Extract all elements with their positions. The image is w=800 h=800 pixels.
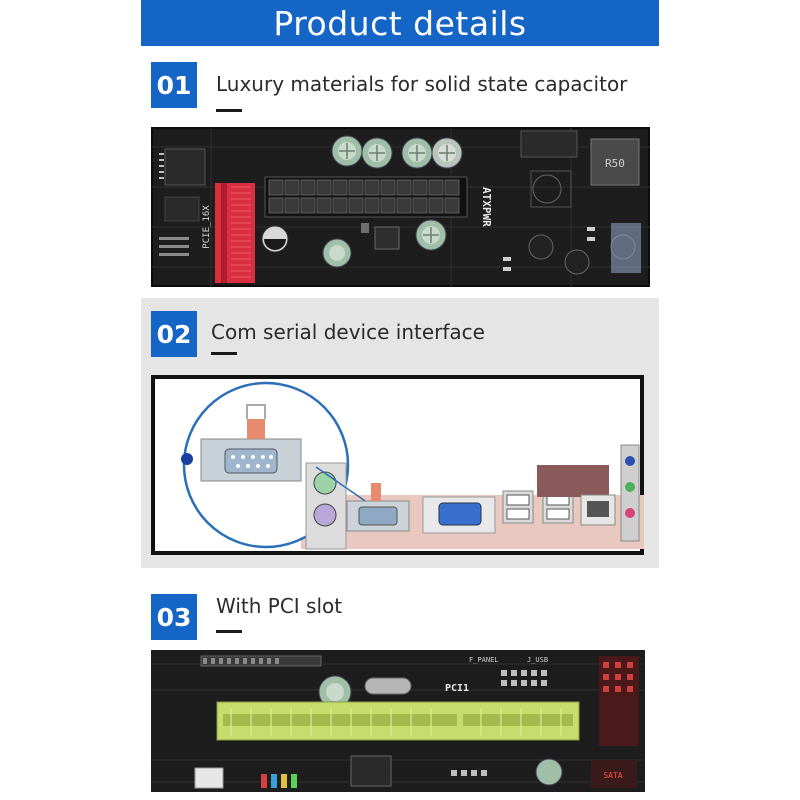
- pcie-slot-icon: [215, 183, 255, 283]
- section-03-title: With PCI slot: [216, 594, 343, 618]
- section-01-badge: 01: [151, 62, 197, 108]
- fpanel-label: F_PANEL: [469, 656, 499, 664]
- section-02-number: 02: [156, 319, 192, 349]
- motherboard-photo-capacitors: PCIE_16X ATXPWR: [151, 127, 650, 287]
- section-01-number: 01: [156, 70, 192, 100]
- pcie-label: PCIE_16X: [202, 205, 212, 249]
- section-02-underline: [211, 352, 237, 355]
- pci-slot-illustration: PCI1 F_PANEL J_USB: [151, 650, 645, 792]
- vga-port-icon: [422, 496, 496, 534]
- inductor-label: R50: [605, 157, 625, 170]
- section-03-number: 03: [156, 602, 192, 632]
- motherboard-capacitor-illustration: PCIE_16X ATXPWR: [151, 127, 650, 287]
- io-panel-photo: [151, 375, 644, 555]
- pci-slot-icon: [216, 701, 580, 741]
- section-03-badge: 03: [151, 594, 197, 640]
- page-title-text: Product details: [273, 3, 527, 43]
- atx-label: ATXPWR: [480, 187, 493, 227]
- section-03-underline: [216, 630, 242, 633]
- section-01-title: Luxury materials for solid state capacit…: [216, 72, 628, 96]
- sata-label: SATA: [603, 771, 622, 780]
- section-01-underline: [216, 109, 242, 112]
- pci-label: PCI1: [445, 683, 469, 694]
- ethernet-port-icon: [537, 465, 616, 526]
- section-02-title: Com serial device interface: [211, 320, 485, 344]
- atx-power-connector: [264, 176, 468, 218]
- capacitor-icon: [261, 135, 463, 268]
- capacitor-icon: [318, 675, 352, 709]
- io-panel-illustration: [155, 379, 644, 551]
- section-02-badge: 02: [151, 311, 197, 357]
- motherboard-photo-pci: PCI1 F_PANEL J_USB: [151, 650, 645, 792]
- usb-label: J_USB: [527, 656, 548, 664]
- page-title: Product details: [141, 0, 659, 46]
